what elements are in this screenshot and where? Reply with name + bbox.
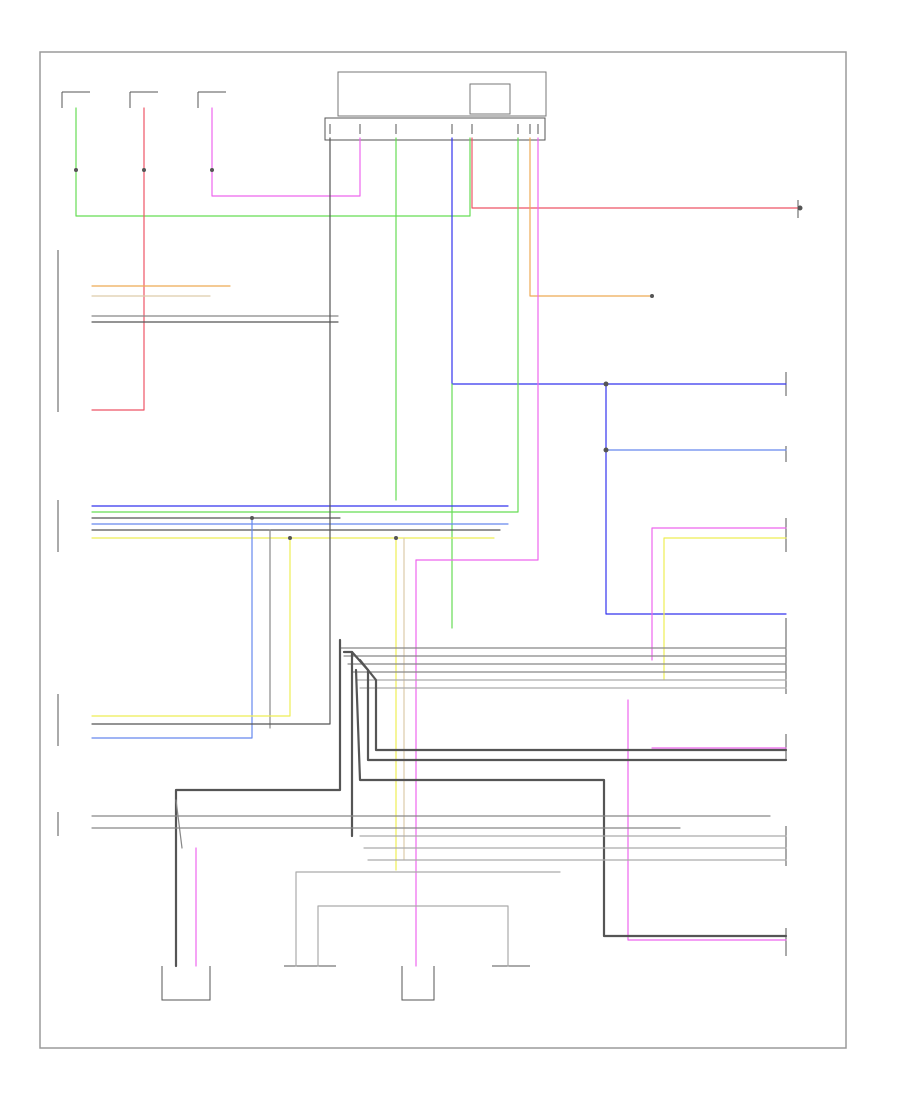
bottom-component-1 (161, 966, 211, 1001)
bottom-component-3 (401, 966, 435, 1001)
central-module-connector (324, 117, 546, 141)
diagram-border (39, 51, 847, 1049)
fuse-block-left (61, 91, 226, 108)
central-connector-pins (329, 124, 539, 134)
junction-dots (74, 168, 803, 540)
central-module-relay (469, 83, 511, 115)
wires (75, 107, 799, 968)
central-module-outline (337, 71, 547, 117)
